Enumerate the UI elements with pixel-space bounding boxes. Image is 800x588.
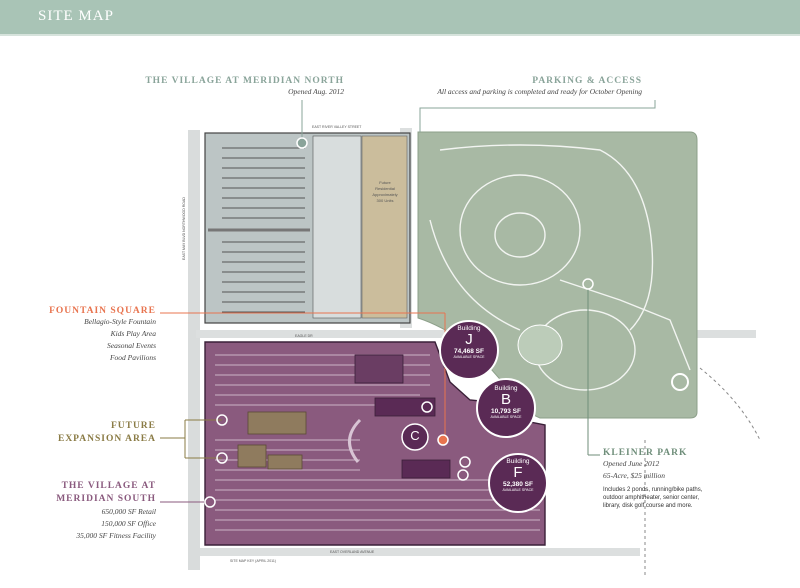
fountain-item: Seasonal Events [107,341,156,350]
expansion-lot-3 [267,454,303,470]
building-b-circle [476,378,536,438]
south-street-label: EAST OVERLAND AVENUE [330,550,375,554]
building-b-sf: 10,793 SF [491,408,521,415]
north-street-label: EAST RIVER VALLEY STREET [312,125,362,129]
south-bldg-2 [374,397,436,417]
south-item: 150,000 SF Office [101,519,156,528]
fountain-title: FOUNTAIN SQUARE [49,306,156,316]
expansion-marker-2 [216,452,228,464]
bldg-marker-2 [459,456,471,468]
south-item: 35,000 SF Fitness Facility [76,531,156,540]
kleiner-title: KLEINER PARK [603,448,688,458]
future-residential-parcel [361,135,408,319]
road-label: EAST MAY BLVD NORTHWOOD ROAD [182,197,186,260]
south-road [200,548,640,556]
building-j-sf: 74,468 SF [454,348,484,355]
future-residential-label: Future Residential Approximately 300 Uni… [372,180,398,203]
building-j-caption: Building [457,325,481,332]
building-f-caption: Building [506,458,530,465]
header-divider [0,34,800,36]
building-f-note: AVAILABLE SPACE [502,488,534,492]
fountain-label: FOUNTAIN SQUARE Bellagio-Style Fountain … [20,306,156,364]
fountain-item: Food Pavilions [109,353,156,362]
kleiner-detail: library, disk golf course and more. [603,503,693,509]
north-parking-rows [222,147,305,313]
parking-title: PARKING & ACCESS [532,76,642,86]
header-bar: SITE MAP [0,0,800,34]
building-b-letter: B [500,391,511,408]
fountain-item: Bellagio-Style Fountain [84,317,156,326]
bldg-marker-3 [457,469,469,481]
park-roundabout [671,373,689,391]
expansion-lot-2 [237,444,267,468]
north-marker [296,137,308,149]
middle-street-label: EAGLE DR [295,334,313,338]
expansion-title-line1: FUTURE [110,421,156,431]
north-subtitle: Opened Aug. 2012 [288,87,344,96]
kleiner-detail: outdoor amphitheater, senior center, [603,495,700,501]
north-label: THE VILLAGE AT MERIDIAN NORTH Opened Aug… [100,76,344,98]
building-c-circle [401,423,429,451]
south-arc-road [348,418,362,463]
fountain-marker [437,434,449,446]
south-title-line1: THE VILLAGE AT [61,481,156,491]
building-j-note: AVAILABLE SPACE [453,355,485,359]
kleiner-line2: 65-Acre, $25 million [603,471,666,480]
building-j-label: Building J 74,468 SF AVAILABLE SPACE [444,325,494,359]
building-f-circle [488,453,548,513]
south-bldg-1 [354,354,404,384]
sheet-note: SITE MAP KEY (APRIL 2011) [230,559,276,563]
park-pond [517,324,563,366]
parking-label: PARKING & ACCESS All access and parking … [360,76,642,98]
building-b-label: Building B 10,793 SF AVAILABLE SPACE [481,385,531,419]
building-c-label: C [405,428,425,444]
building-j-letter: J [465,331,473,348]
fountain-item: Kids Play Area [110,329,156,338]
kleiner-label: KLEINER PARK Opened June 2012 65-Acre, $… [603,448,793,510]
expansion-label: FUTURE EXPANSION AREA [20,420,156,446]
south-marker [204,496,216,508]
south-bldg-3 [401,459,451,479]
building-c-letter: C [410,428,420,443]
north-title: THE VILLAGE AT MERIDIAN NORTH [145,76,344,86]
south-title-line2: MERIDIAN SOUTH [56,494,156,504]
building-b-caption: Building [494,385,518,392]
kleiner-detail: Includes 2 ponds, running/bike paths, [603,487,703,493]
kleiner-line1: Opened June 2012 [603,459,660,468]
expansion-marker-1 [216,414,228,426]
parking-subtitle: All access and parking is completed and … [437,87,642,96]
page-title: SITE MAP [38,8,114,24]
building-j-circle [439,320,499,380]
park-marker [582,278,594,290]
north-buildings [312,135,362,319]
south-label: THE VILLAGE AT MERIDIAN SOUTH 650,000 SF… [20,480,156,542]
bldg-marker-1 [421,401,433,413]
park-paths [429,144,691,391]
building-b-note: AVAILABLE SPACE [490,415,522,419]
west-road [188,130,200,570]
building-f-label: Building F 52,380 SF AVAILABLE SPACE [493,458,543,492]
expansion-lot-1 [247,411,307,435]
expansion-title-line2: EXPANSION AREA [57,434,156,444]
building-f-letter: F [513,464,523,481]
south-item: 650,000 SF Retail [101,507,156,516]
building-f-sf: 52,380 SF [503,481,533,488]
